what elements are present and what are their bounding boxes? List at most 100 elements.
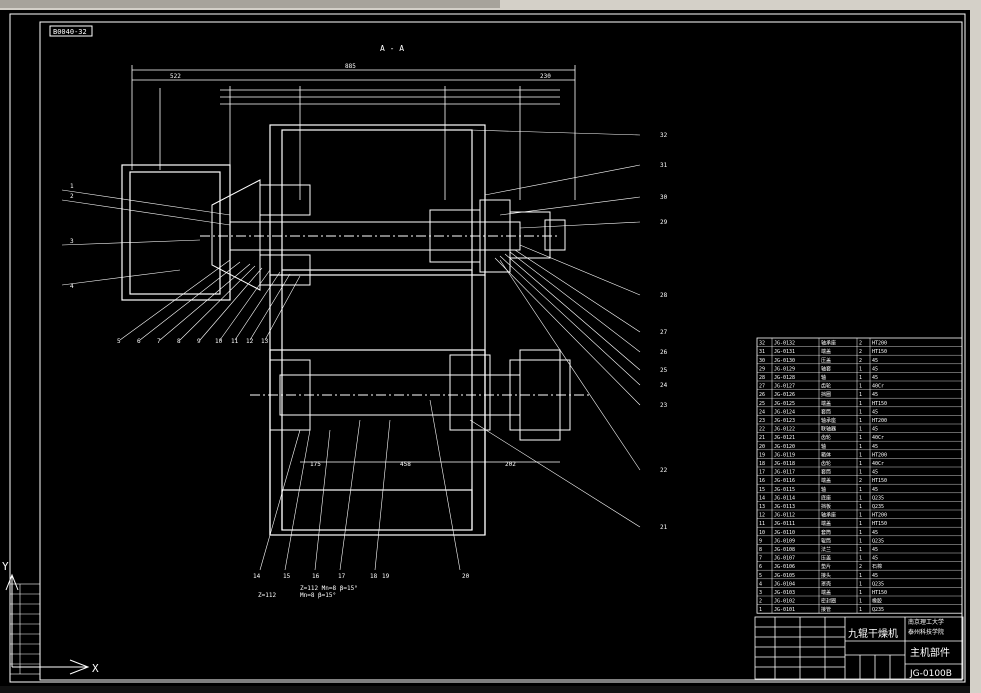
bom-cell-mat: HT200 <box>872 418 887 424</box>
bom-cell-mat: 45 <box>872 556 878 562</box>
bom-cell-code: JG-0107 <box>774 556 795 562</box>
bom-cell-mat: HT200 <box>872 452 887 458</box>
bom-cell-code: JG-0131 <box>774 349 795 355</box>
bom-cell-name: 箱体 <box>821 451 831 458</box>
bom-cell-name: 套筒 <box>821 469 831 476</box>
bom-cell-code: JG-0121 <box>774 435 795 441</box>
bom-cell-code: JG-0104 <box>774 581 795 587</box>
bom-cell-no: 8 <box>759 547 762 553</box>
bom-cell-qty: 1 <box>859 599 862 605</box>
callout-4: 4 <box>70 283 74 290</box>
command-line[interactable] <box>0 686 970 693</box>
bom-cell-mat: 45 <box>872 470 878 476</box>
bom-cell-name: 法兰 <box>821 546 831 553</box>
gear-spec-3: Mn=8 β=15° <box>300 592 336 599</box>
vertical-scrollbar[interactable] <box>970 10 981 693</box>
bom-cell-mat: HT200 <box>872 513 887 519</box>
dim-bottom-2: 458 <box>400 461 411 468</box>
bom-cell-mat: Q235 <box>872 495 884 501</box>
bom-cell-qty: 2 <box>859 358 862 364</box>
bom-cell-mat: 45 <box>872 366 878 372</box>
bom-cell-code: JG-0114 <box>774 495 795 501</box>
bom-cell-qty: 1 <box>859 435 862 441</box>
bom-cell-qty: 2 <box>859 478 862 484</box>
bom-cell-name: 套筒 <box>821 408 831 415</box>
bom-cell-no: 12 <box>759 513 765 519</box>
bom-cell-qty: 2 <box>859 341 862 347</box>
bom-cell-qty: 1 <box>859 427 862 433</box>
bom-cell-mat: 45 <box>872 573 878 579</box>
bom-cell-qty: 1 <box>859 521 862 527</box>
bom-cell-code: JG-0117 <box>774 470 795 476</box>
bom-cell-no: 32 <box>759 341 765 347</box>
bom-cell-name: 套筒 <box>821 529 831 536</box>
drawing-number: JG-0100B <box>909 669 952 679</box>
bom-cell-qty: 1 <box>859 401 862 407</box>
part-title: 主机部件 <box>910 646 950 659</box>
bom-cell-code: JG-0115 <box>774 487 795 493</box>
bom-cell-no: 16 <box>759 478 765 484</box>
bom-cell-code: JG-0108 <box>774 547 795 553</box>
bom-cell-mat: 45 <box>872 358 878 364</box>
bom-cell-name: 端盖 <box>821 400 831 407</box>
bom-cell-qty: 1 <box>859 452 862 458</box>
upper-shaft <box>200 179 566 291</box>
bom-cell-name: 压盖 <box>821 555 831 562</box>
callout-8: 8 <box>177 338 181 345</box>
axis-y-label: Y <box>2 560 9 573</box>
bom-cell-mat: 45 <box>872 375 878 381</box>
bom-cell-no: 5 <box>759 573 762 579</box>
bom-cell-no: 7 <box>759 556 762 562</box>
bom-cell-name: 齿轮 <box>821 460 831 467</box>
bom-cell-code: JG-0127 <box>774 384 795 390</box>
section-label: A - A <box>380 44 404 53</box>
bom-cell-name: 联轴器 <box>821 426 836 433</box>
bom-cell-qty: 1 <box>859 530 862 536</box>
bom-cell-mat: 40Cr <box>872 435 884 441</box>
callout-9: 9 <box>197 338 201 345</box>
gear-spec-1: Z=112 <box>258 592 276 599</box>
axis-x-label: X <box>92 662 99 675</box>
callout-27: 27 <box>660 329 668 336</box>
bom-cell-qty: 1 <box>859 418 862 424</box>
top-dimensions <box>131 65 576 200</box>
bom-cell-name: 轴承座 <box>821 512 836 519</box>
bom-cell-name: 轴套 <box>821 365 831 372</box>
bom-cell-no: 17 <box>759 470 765 476</box>
callout-2: 2 <box>70 193 74 200</box>
machine-frame <box>121 124 486 536</box>
sheet-tag: B0040-32 <box>53 28 87 36</box>
bom-cell-code: JG-0129 <box>774 366 795 372</box>
bom-cell-qty: 2 <box>859 564 862 570</box>
bom-cell-name: 轴 <box>821 443 826 450</box>
bom-cell-code: JG-0112 <box>774 513 795 519</box>
bom-cell-code: JG-0102 <box>774 599 795 605</box>
bom-cell-mat: 40Cr <box>872 461 884 467</box>
dim-bottom-3: 202 <box>505 461 516 468</box>
bom-cell-no: 13 <box>759 504 765 510</box>
bom-cell-qty: 1 <box>859 607 862 613</box>
bom-cell-no: 18 <box>759 461 765 467</box>
bom-cell-qty: 1 <box>859 504 862 510</box>
bom-cell-code: JG-0119 <box>774 452 795 458</box>
bom-cell-code: JG-0110 <box>774 530 795 536</box>
bom-cell-qty: 1 <box>859 573 862 579</box>
bom-cell-code: JG-0101 <box>774 607 795 613</box>
bom-cell-name: 端盖 <box>821 477 831 484</box>
bom-cell-code: JG-0124 <box>774 409 795 415</box>
callouts-right: 32 31 30 29 28 27 26 25 24 23 22 21 <box>660 132 668 531</box>
bom-cell-name: 辊筒 <box>821 537 831 544</box>
bom-cell-name: 接管 <box>821 606 831 613</box>
callout-1: 1 <box>70 183 74 190</box>
bom-cell-no: 28 <box>759 375 765 381</box>
callout-11: 11 <box>231 338 239 345</box>
bom-cell-mat: 橡胶 <box>872 598 882 605</box>
dim-top-1: 522 <box>170 73 181 80</box>
bom-cell-mat: HT150 <box>872 521 887 527</box>
bom-cell-qty: 1 <box>859 366 862 372</box>
bom-cell-qty: 1 <box>859 487 862 493</box>
bom-cell-no: 25 <box>759 401 765 407</box>
bom-cell-name: 底座 <box>821 494 831 501</box>
bom-cell-no: 22 <box>759 427 765 433</box>
